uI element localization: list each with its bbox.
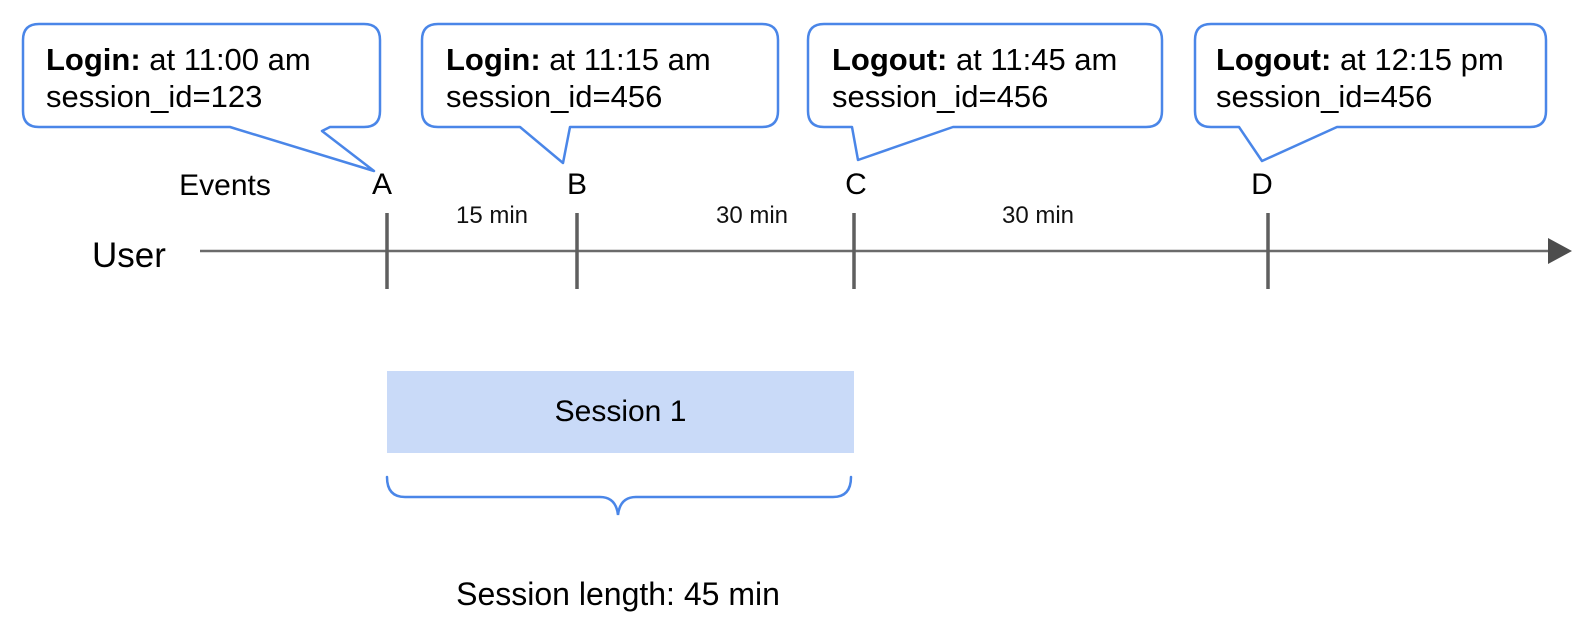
session-bar: Session 1 [387, 371, 854, 453]
callout-a-line1: Login: at 11:00 am [46, 41, 311, 78]
callout-bubble-d [1193, 22, 1548, 163]
callout-d-time: at 12:15 pm [1331, 42, 1504, 77]
callout-text-d: Logout: at 12:15 pm session_id=456 [1216, 41, 1504, 115]
callout-c-line1: Logout: at 11:45 am [832, 41, 1117, 78]
interval-label-bc: 30 min [715, 202, 789, 229]
callout-a-event-type: Login: [46, 42, 141, 77]
callout-b-line1: Login: at 11:15 am [446, 41, 711, 78]
session-brace [385, 475, 853, 516]
callout-a-time: at 11:00 am [140, 42, 311, 77]
callout-b-session-id: session_id=456 [446, 79, 663, 114]
session-length-label: Session length: 45 min [456, 576, 780, 612]
callout-b-event-type: Login: [446, 42, 541, 77]
session-bar-label: Session 1 [554, 395, 687, 428]
callout-c-time: at 11:45 am [947, 42, 1118, 77]
callout-bubble-c [806, 22, 1164, 162]
callout-bubble-b [420, 22, 780, 165]
event-marker-b: B [566, 168, 587, 201]
interval-label-ab: 15 min [455, 202, 529, 229]
callout-d-event-type: Logout: [1216, 42, 1332, 77]
event-marker-c: C [845, 168, 867, 201]
callout-b-time: at 11:15 am [540, 42, 711, 77]
callout-text-a: Login: at 11:00 am session_id=123 [46, 41, 311, 115]
interval-label-cd: 30 min [1001, 202, 1075, 229]
callout-c-event-type: Logout: [832, 42, 948, 77]
callout-c-session-id: session_id=456 [832, 79, 1049, 114]
event-marker-d: D [1251, 168, 1273, 201]
events-label: Events [179, 169, 271, 202]
callout-a-session-id: session_id=123 [46, 79, 263, 114]
user-axis-label: User [92, 236, 166, 275]
callout-d-line1: Logout: at 12:15 pm [1216, 41, 1504, 78]
callout-text-c: Logout: at 11:45 am session_id=456 [832, 41, 1117, 115]
event-marker-a: A [371, 168, 392, 201]
callout-text-b: Login: at 11:15 am session_id=456 [446, 41, 711, 115]
callout-bubble-a [21, 22, 382, 173]
timeline-arrowhead-icon [1548, 238, 1572, 264]
callout-d-session-id: session_id=456 [1216, 79, 1433, 114]
